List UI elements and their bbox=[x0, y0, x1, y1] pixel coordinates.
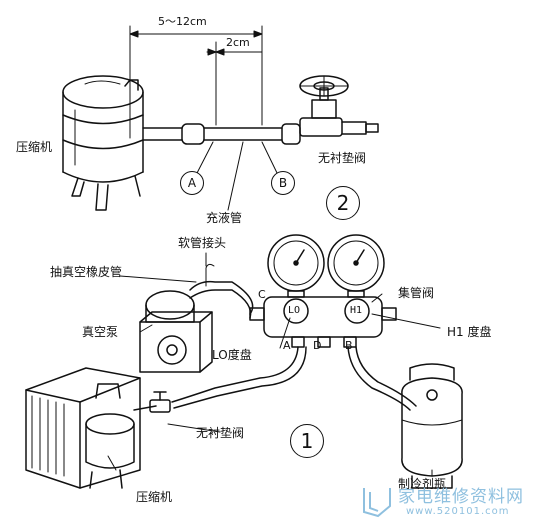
leader-lines-bottom bbox=[107, 252, 441, 477]
manifold-label: 集管阀 bbox=[398, 286, 435, 300]
port-b-label: B bbox=[345, 339, 353, 352]
service-hose-lo bbox=[171, 346, 307, 409]
refrigerant-tank-label: 制冷剂瓶 bbox=[398, 477, 447, 491]
compressor-top bbox=[62, 75, 144, 211]
figure-1-marker: 1 bbox=[290, 424, 324, 458]
dimension-inner-label: 2cm bbox=[226, 36, 250, 49]
manifold-body bbox=[249, 296, 397, 348]
vacuum-hose bbox=[189, 263, 254, 319]
port-a-label: A bbox=[283, 339, 291, 352]
point-b-label: B bbox=[278, 176, 288, 190]
vacuum-pump bbox=[139, 290, 213, 373]
point-a-label: A bbox=[187, 176, 197, 190]
gauge-lo bbox=[267, 234, 325, 298]
point-b-marker: B bbox=[271, 171, 295, 195]
figure-2-number: 2 bbox=[336, 191, 350, 215]
service-hose-hi bbox=[347, 346, 417, 411]
compressor-bottom bbox=[25, 367, 157, 489]
dimension-outer-label: 5～12cm bbox=[158, 15, 207, 28]
watermark-title: 家电维修资料网 bbox=[398, 487, 524, 507]
lo-dial-label: LO度盘 bbox=[212, 348, 252, 362]
compressor-top-label: 压缩机 bbox=[16, 140, 53, 154]
figure-1-number: 1 bbox=[300, 429, 314, 453]
valve-top-label: 无衬垫阀 bbox=[318, 151, 367, 165]
compressor-bottom-label: 压缩机 bbox=[136, 490, 173, 504]
refrigerant-tank bbox=[401, 363, 463, 489]
hose-joint-label: 软管接头 bbox=[178, 236, 227, 250]
leader-lines-top bbox=[195, 141, 279, 211]
figure-2-marker: 2 bbox=[326, 186, 360, 220]
watermark-url: www.520101.com bbox=[406, 506, 510, 517]
gauge-hi bbox=[327, 234, 385, 298]
valve-bottom-label: 无衬垫阀 bbox=[196, 426, 245, 440]
charging-pipe-top bbox=[142, 123, 301, 145]
charging-pipe-label: 充液管 bbox=[206, 211, 243, 225]
point-a-marker: A bbox=[180, 171, 204, 195]
vacuum-hose-label: 抽真空橡皮管 bbox=[50, 265, 123, 279]
dimension-lines bbox=[129, 25, 263, 139]
valve-bottom bbox=[149, 391, 221, 433]
vacuum-pump-label: 真空泵 bbox=[82, 325, 119, 339]
hi-dial-label: H1 度盘 bbox=[447, 325, 492, 339]
port-d-label: D bbox=[313, 339, 322, 352]
watermark-logo-icon bbox=[363, 488, 391, 518]
valve-top bbox=[299, 75, 379, 137]
port-c-label: C bbox=[258, 288, 266, 301]
gauge-lo-label: LO bbox=[288, 305, 301, 316]
gauge-hi-label: H1 bbox=[350, 305, 363, 316]
